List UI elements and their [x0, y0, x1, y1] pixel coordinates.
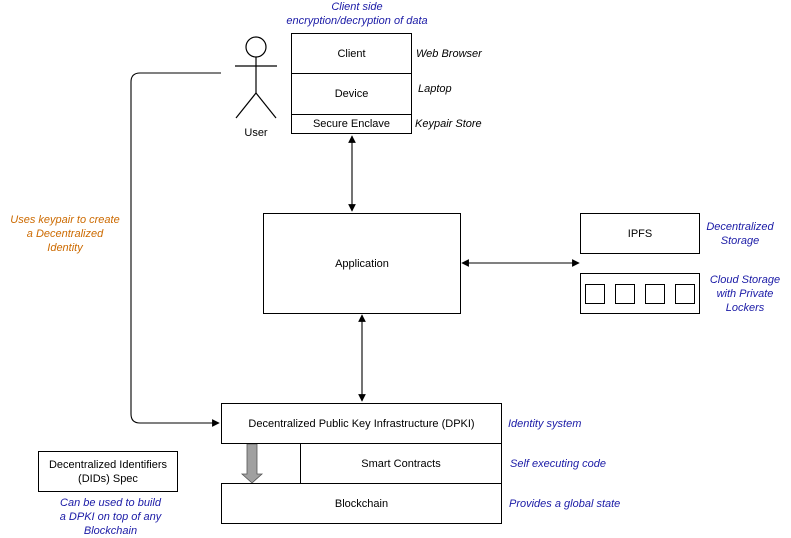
locker-icon [615, 284, 635, 304]
dpki-box: Decentralized Public Key Infrastructure … [221, 403, 502, 444]
smart-contracts-note: Self executing code [510, 458, 607, 470]
locker-icon [585, 284, 605, 304]
user-dpki-connector [130, 72, 221, 427]
locker-icon [645, 284, 665, 304]
client-box: Client [291, 33, 412, 74]
user-label: User [244, 127, 268, 139]
smart-contracts-box: Smart Contracts [300, 443, 502, 484]
dpki-layer-down-arrow [240, 443, 264, 484]
blockchain-note: Provides a global state [509, 498, 621, 510]
dids-spec-box: Decentralized Identifiers (DIDs) Spec [38, 451, 178, 492]
client-side-note: Client side encryption/decryption of dat… [286, 1, 428, 27]
keypair-note: Uses keypair to create a Decentralized I… [10, 214, 120, 254]
web-browser-label: Web Browser [416, 48, 482, 60]
keypair-store-label: Keypair Store [415, 118, 482, 130]
blockchain-box: Blockchain [221, 483, 502, 524]
user-actor-icon [235, 36, 277, 119]
cloud-storage-box [580, 273, 700, 314]
ipfs-note: Decentralized Storage [706, 221, 774, 247]
cloud-storage-note: Cloud Storage with Private Lockers [709, 274, 781, 314]
device-box: Device [291, 73, 412, 115]
secure-enclave-box: Secure Enclave [291, 114, 412, 134]
dpki-note: Identity system [508, 418, 582, 430]
dids-note: Can be used to build a DPKI on top of an… [59, 497, 162, 537]
application-box: Application [263, 213, 461, 314]
locker-icon [675, 284, 695, 304]
ipfs-box: IPFS [580, 213, 700, 254]
laptop-label: Laptop [418, 83, 452, 95]
